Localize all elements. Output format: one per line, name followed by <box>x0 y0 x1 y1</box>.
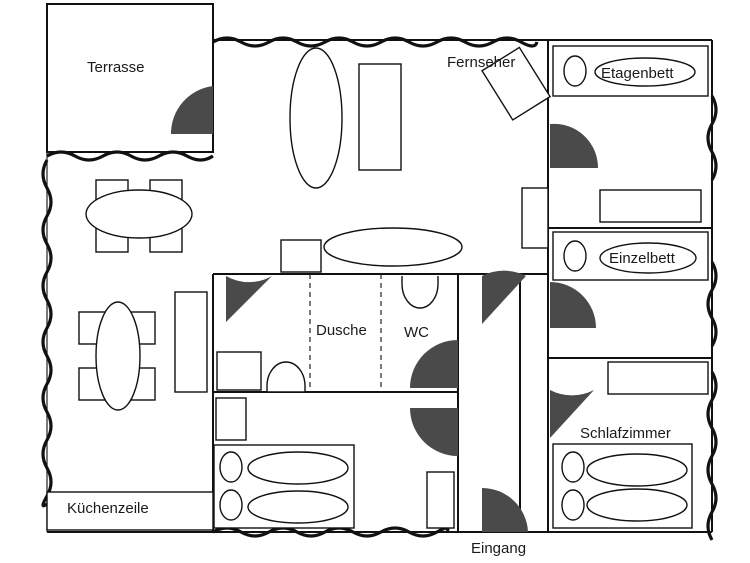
dining-set-upper <box>85 179 193 253</box>
label-wc: WC <box>404 324 429 341</box>
wardrobe <box>215 397 247 441</box>
tv-unit <box>481 46 552 121</box>
toilet-bowl <box>401 276 439 309</box>
kitchen-counter <box>46 491 214 531</box>
single-room-shelf <box>607 361 709 395</box>
label-einzelbett: Einzelbett <box>609 250 676 267</box>
double-bed-right <box>552 443 693 529</box>
label-eingang: Eingang <box>471 540 526 557</box>
living-table-oval <box>289 47 343 189</box>
label-kuechenzeile: Küchenzeile <box>67 500 149 517</box>
sink <box>216 351 262 391</box>
coffee-table-oval <box>323 227 463 267</box>
sofa <box>358 63 402 171</box>
small-stool <box>280 239 322 273</box>
washbasin <box>266 361 306 393</box>
dining-set-lower <box>78 301 156 411</box>
door-swings <box>170 86 599 532</box>
corridor-shelf <box>426 471 455 529</box>
bunk-bed <box>552 45 709 97</box>
label-dusche: Dusche <box>316 322 367 339</box>
single-bed <box>552 231 709 281</box>
label-fernseher: Fernseher <box>447 54 515 71</box>
sideboard <box>174 291 208 393</box>
bunkroom-desk <box>599 189 702 223</box>
label-terrasse: Terrasse <box>87 59 145 76</box>
side-cabinet <box>521 187 549 249</box>
terrace-outline <box>46 3 214 153</box>
label-schlafzimmer: Schlafzimmer <box>580 425 671 442</box>
exterior-walls-wavy <box>41 36 718 541</box>
label-etagenbett: Etagenbett <box>601 65 674 82</box>
double-bed-lower <box>213 444 355 529</box>
